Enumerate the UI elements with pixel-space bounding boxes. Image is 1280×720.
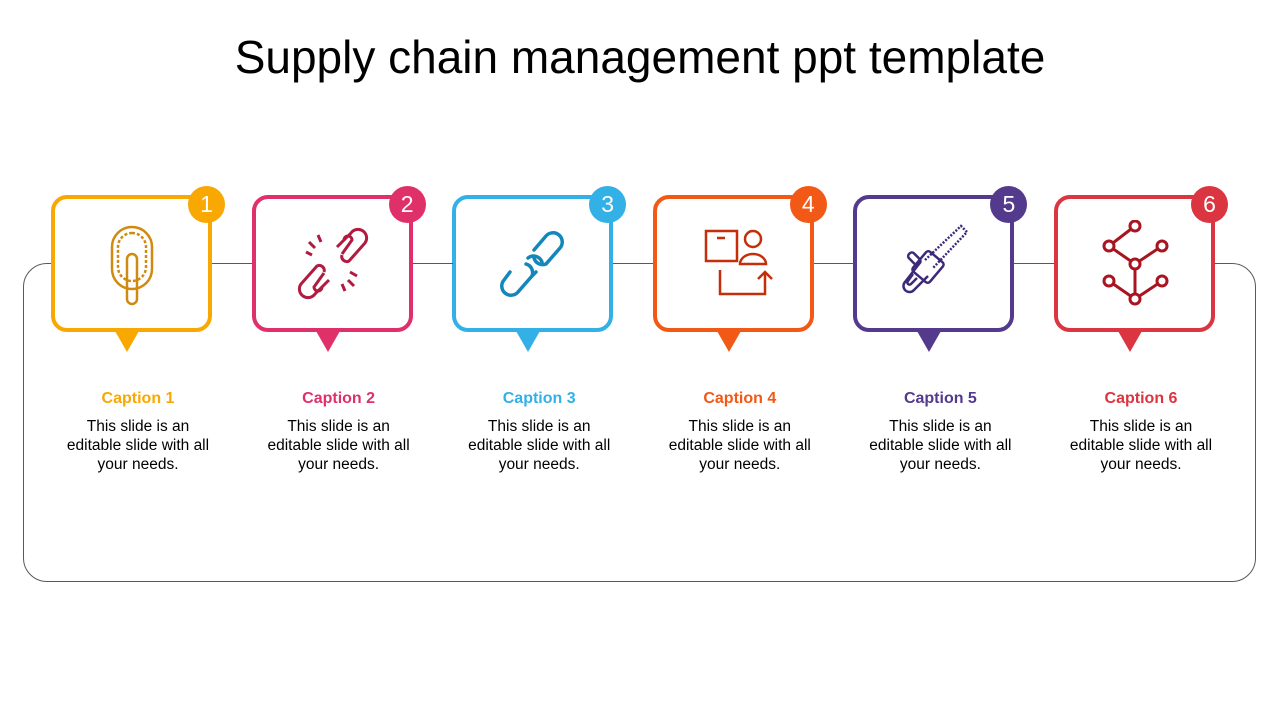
step-caption: Caption 1 [101,390,175,407]
step-caption: Caption 4 [703,390,777,407]
paperclip-icon [91,220,173,310]
package-delivery-icon [693,220,775,310]
step-description: This slide is an editable slide with all… [267,418,410,473]
step-number-badge: 1 [188,186,225,223]
step-number-badge: 2 [388,186,426,223]
pointer-arrow [1118,331,1142,352]
step-card [51,195,212,332]
step-caption: Caption 2 [302,390,376,407]
pointer-arrow [716,331,741,352]
pointer-arrow [115,331,139,352]
step-card [251,195,413,332]
step-description: This slide is an editable slide with all… [668,418,811,473]
step-2: 2 Caption 2 This slide is an editable sl… [251,0,452,720]
broken-link-icon [292,220,374,310]
step-number-badge: 5 [990,186,1028,223]
step-5: 5 Caption 5 This slide is an editable sl… [853,0,1053,720]
connector-line [813,263,854,264]
connector-line [412,263,453,264]
step-caption: Caption 3 [502,390,576,407]
slide-title: Supply chain management ppt template [234,31,1046,83]
pointer-arrow [917,331,942,352]
step-description: This slide is an editable slide with all… [66,418,210,473]
step-description: This slide is an editable slide with all… [468,418,611,473]
step-caption: Caption 5 [903,390,977,407]
step-number-badge: 3 [589,186,627,223]
connector-line [613,263,654,264]
step-description: This slide is an editable slide with all… [869,418,1012,473]
step-number-badge: 4 [789,186,827,223]
step-6: 6 Caption 6 This slide is an editable sl… [1054,0,1254,720]
network-tree-icon [1094,219,1176,310]
connector-line [212,263,252,264]
step-description: This slide is an editable slide with all… [1069,418,1213,473]
connector-line [1014,263,1055,264]
step-4: 4 Caption 4 This slide is an editable sl… [652,0,853,720]
pointer-arrow [516,331,541,352]
chainsaw-icon [893,220,975,310]
step-card [652,195,814,332]
step-3: 3 Caption 3 This slide is an editable sl… [452,0,652,720]
step-number-badge: 6 [1191,186,1228,223]
chain-link-icon [492,220,574,310]
step-caption: Caption 6 [1104,390,1178,407]
pointer-arrow [315,331,340,352]
step-card [853,195,1015,332]
step-1: 1 Caption 1 This slide is an editable sl… [51,0,251,720]
step-card [452,195,614,332]
